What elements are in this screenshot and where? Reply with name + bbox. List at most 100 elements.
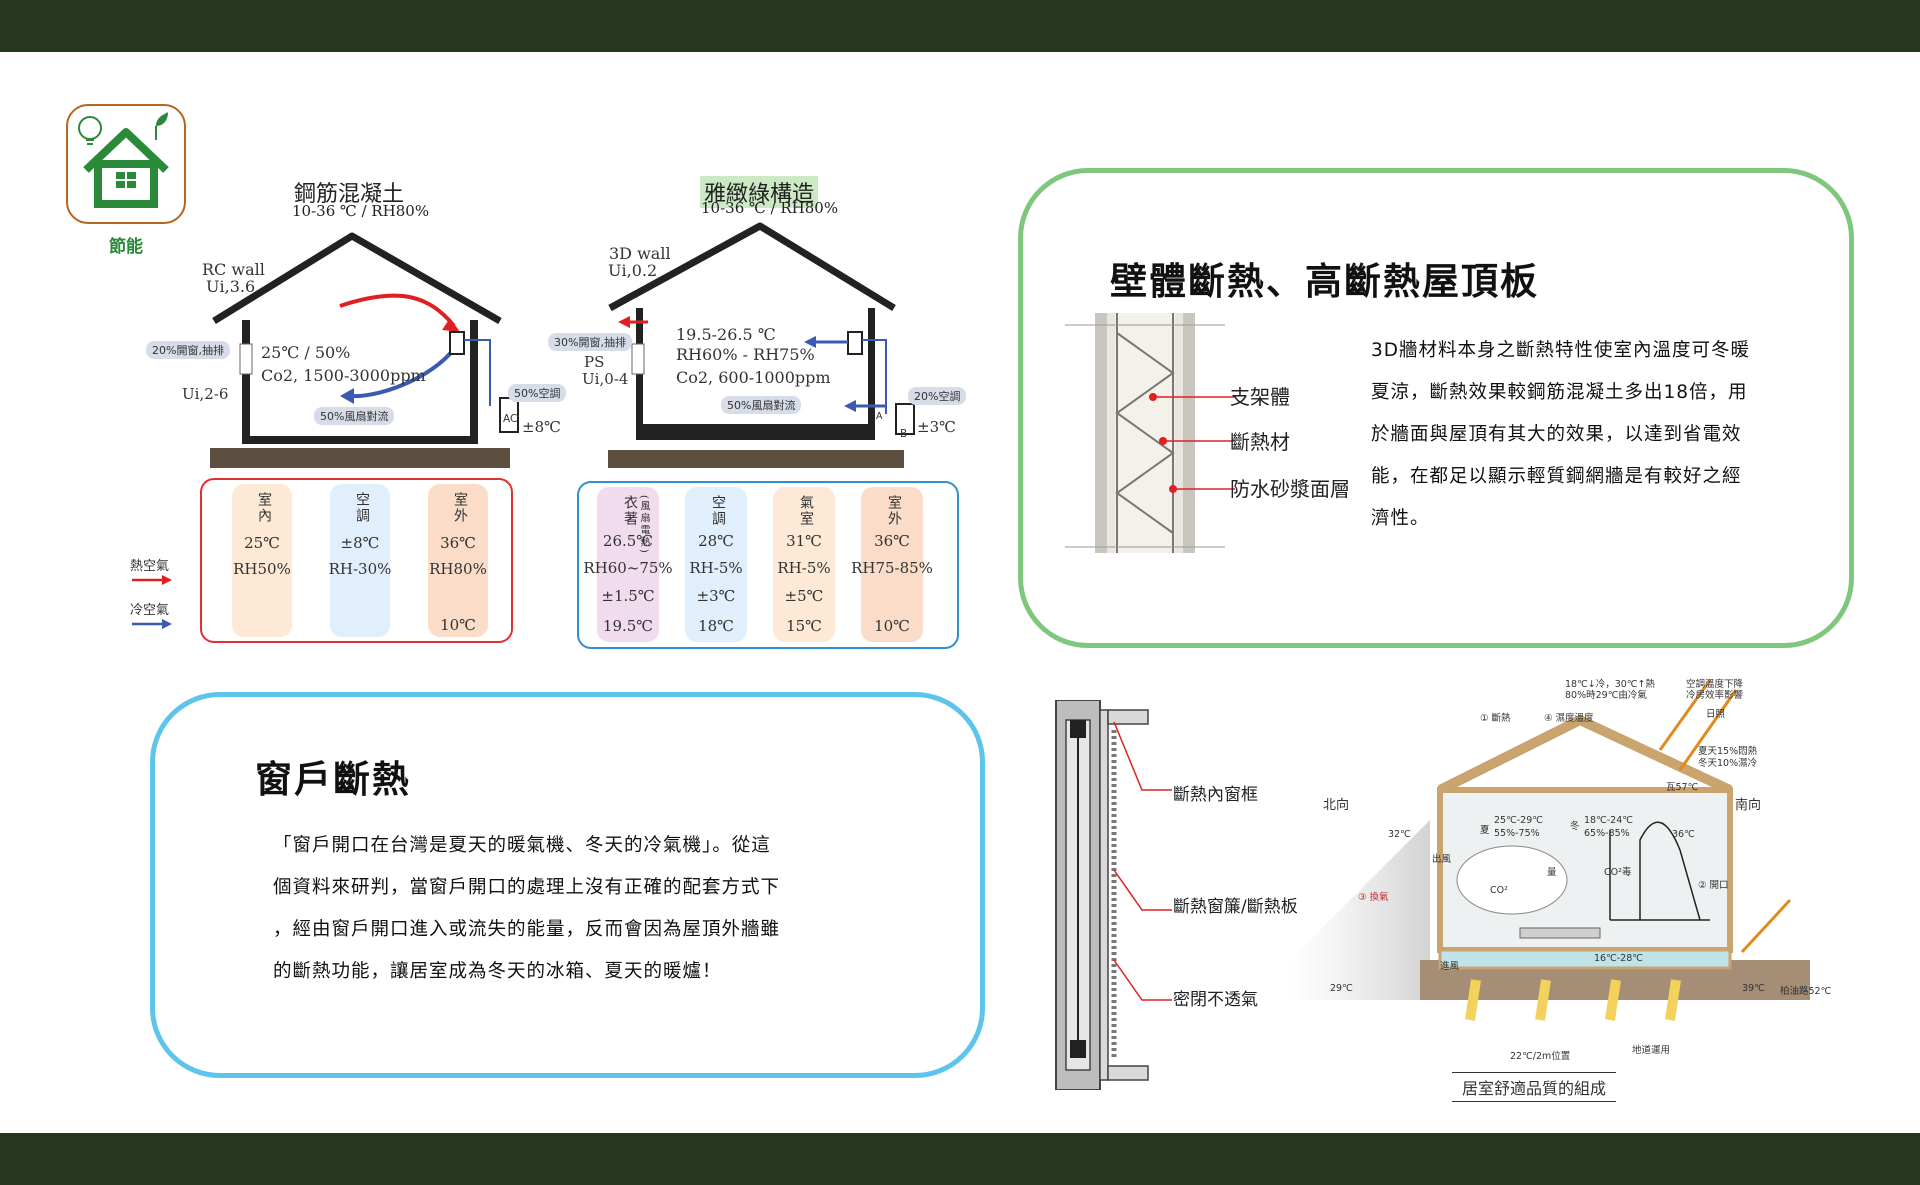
- bottom-bar: [0, 1133, 1920, 1185]
- comfort-asphalt: 柏油路52℃: [1780, 986, 1832, 997]
- wall-label-insulation: 斷熱材: [1230, 430, 1290, 454]
- rc-house-title: 鋼筋混凝土: [294, 182, 405, 207]
- comfort-winter-range: 18℃-24℃: [1584, 815, 1633, 826]
- yarn-table-column-header: 衣著: [622, 495, 638, 527]
- hot-arrow-icon: [132, 575, 172, 585]
- comfort-legend-3: 空調溫度下降: [1686, 679, 1744, 690]
- rc-table-column-header: 空調: [354, 492, 370, 524]
- comfort-summer-winter-2: 冬天10%濕冷: [1698, 758, 1758, 769]
- yarn-fan-pill: 50%風扇對流: [721, 396, 802, 414]
- yarn-house-title: 雅緻綠構造: [700, 176, 819, 208]
- yarn-table-column-header: 室外: [886, 495, 902, 527]
- window-insulation-panel: 窗戶斷熱 「窗戶開口在台灣是夏天的暖氣機、冬天的冷氣機」。從這 個資料來研判，當…: [150, 692, 985, 1078]
- yarn-house-diagram: [608, 222, 915, 468]
- rc-table-column-bg: [330, 484, 390, 637]
- yarn-box-b: B: [900, 428, 908, 440]
- legend-cold-label: 冷空氣: [130, 603, 170, 618]
- yarn-table-cell: 31℃: [786, 532, 822, 550]
- top-bar: [0, 0, 1920, 52]
- window-section-diagram: [1055, 700, 1149, 1090]
- rc-house-diagram: [210, 232, 519, 468]
- comfort-opening: ② 開口: [1698, 880, 1729, 891]
- comfort-co2: CO²: [1490, 885, 1508, 896]
- rc-table-cell: ±8℃: [340, 534, 380, 552]
- comfort-t29: 29℃: [1330, 983, 1353, 994]
- rc-wall-label: RC wall: [202, 260, 265, 279]
- yarn-table-column-header: 空調: [710, 495, 726, 527]
- comfort-floor-temp: 16℃-28℃: [1594, 953, 1643, 964]
- yarn-wall-label: 3D wall: [609, 244, 671, 263]
- rc-house-subtitle: 10-36 ℃ / RH80%: [292, 202, 430, 220]
- yarn-wall-u: Ui,0.2: [608, 261, 658, 280]
- window-label-frame: 斷熱內窗框: [1173, 785, 1258, 805]
- rc-ventilation-pill: 20%開窗,抽排: [146, 341, 230, 359]
- window-body-line: 「窗戶開口在台灣是夏天的暖氣機、冬天的冷氣機」。從這: [273, 835, 771, 856]
- yarn-table-cell: ±3℃: [696, 587, 736, 605]
- comfort-t36: 36℃: [1672, 829, 1695, 840]
- rc-ac-pill: 50%空調: [508, 384, 567, 402]
- rc-fan-pill: 50%風扇對流: [314, 407, 395, 425]
- rc-table-cell: RH-30%: [328, 560, 392, 578]
- yarn-indoor-co2: Co2, 600-1000ppm: [676, 368, 831, 387]
- wall-body-line: 3D牆材料本身之斷熱特性使室內溫度可冬暖: [1371, 340, 1751, 361]
- comfort-house-diagram: [1290, 679, 1810, 1021]
- wall-body-line: 夏涼，斷熱效果較鋼筋混凝土多出18倍，用: [1371, 382, 1748, 403]
- yarn-table-column-bg: [597, 487, 659, 642]
- yarn-table-column-bg: [861, 487, 923, 642]
- comfort-t39: 39℃: [1742, 983, 1765, 994]
- rc-table-cell: 36℃: [440, 534, 476, 552]
- rc-table-cell: 25℃: [244, 534, 280, 552]
- comfort-legend-2: 80%時29℃由冷氣: [1565, 690, 1647, 701]
- yarn-window-u: Ui,0-4: [582, 370, 629, 388]
- wall-label-leaders: [1149, 393, 1235, 493]
- comfort-winter-label: 冬: [1570, 821, 1580, 832]
- rc-wall-u: Ui,3.6: [206, 277, 256, 296]
- wall-panel-title: 壁體斷熱、高斷熱屋頂板: [1110, 259, 1539, 303]
- comfort-inflow: 進風: [1440, 961, 1460, 972]
- rc-table-cell: RH80%: [429, 560, 487, 578]
- comfort-ventilation: ③ 換氣: [1358, 892, 1389, 903]
- wall-body-line: 濟性。: [1371, 508, 1430, 529]
- wall-body-line: 能，在都足以顯示輕質鋼網牆是有較好之經: [1371, 466, 1742, 487]
- comfort-insulation: ① 斷熱: [1480, 713, 1511, 724]
- comfort-legend-4: 冷房效率影響: [1686, 690, 1744, 701]
- comfort-legend-1: 18℃↓冷，30℃↑熱: [1565, 679, 1655, 690]
- comfort-summer-range: 25℃-29℃: [1494, 815, 1543, 826]
- window-panel-body: 「窗戶開口在台灣是夏天的暖氣機、冬天的冷氣機」。從這 個資料來研判，當窗戶開口的…: [273, 825, 953, 993]
- yarn-table-column-bg: [773, 487, 835, 642]
- yarn-table-cell: 15℃: [786, 617, 822, 635]
- rc-ac-box-label: AC: [503, 413, 518, 425]
- yarn-table-cell: 36℃: [874, 532, 910, 550]
- yarn-table-cell: RH-5%: [689, 559, 743, 577]
- comfort-ground: 地道運用: [1632, 1045, 1671, 1056]
- yarn-table-cell: 19.5℃: [602, 617, 654, 635]
- rc-table-cell: 10℃: [440, 616, 476, 634]
- comfort-summer-label: 夏: [1480, 825, 1490, 836]
- comfort-caption: 居室舒適品質的組成: [1452, 1072, 1617, 1102]
- comfort-summer-winter-1: 夏天15%悶熱: [1698, 746, 1758, 757]
- comfort-depth: 22℃/2m位置: [1510, 1051, 1571, 1062]
- rc-window-u: Ui,2-6: [182, 385, 229, 403]
- yarn-indoor-rh: RH60% - RH75%: [676, 345, 815, 364]
- comfort-co2-curve: CO²毒: [1604, 867, 1632, 878]
- window-body-line: 個資料來研判，當窗戶開口的處理上沒有正確的配套方式下: [273, 877, 781, 898]
- yarn-box-a: A: [876, 411, 883, 422]
- yarn-table-column-subheader: (風扇電熱): [638, 495, 649, 555]
- yarn-ac-pill: 20%空調: [908, 387, 967, 405]
- window-body-line: 的斷熱功能，讓居室成為冬天的冰箱、夏天的暖爐！: [273, 961, 722, 982]
- comfort-t32: 32℃: [1388, 829, 1411, 840]
- window-label-seal: 密閉不透氣: [1173, 990, 1258, 1010]
- rc-table-column-bg: [232, 484, 292, 637]
- rc-indoor-temp: 25℃ / 50%: [261, 343, 351, 362]
- comfort-north: 北向: [1323, 798, 1350, 813]
- yarn-ventilation-pill: 30%開窗,抽排: [548, 333, 632, 351]
- house-bulb-icon: [78, 112, 169, 208]
- comfort-outflow: 出風: [1432, 854, 1452, 865]
- yarn-table-cell: 26.5℃: [602, 532, 654, 550]
- comfort-summer-rh: 55%-75%: [1494, 828, 1540, 839]
- yarn-table-cell: RH60~75%: [583, 559, 673, 577]
- yarn-comparison-table: [577, 481, 959, 649]
- yarn-table-cell: RH-5%: [777, 559, 831, 577]
- rc-ac-delta: ±8℃: [522, 418, 561, 436]
- window-label-curtain: 斷熱窗簾/斷熱板: [1173, 897, 1298, 917]
